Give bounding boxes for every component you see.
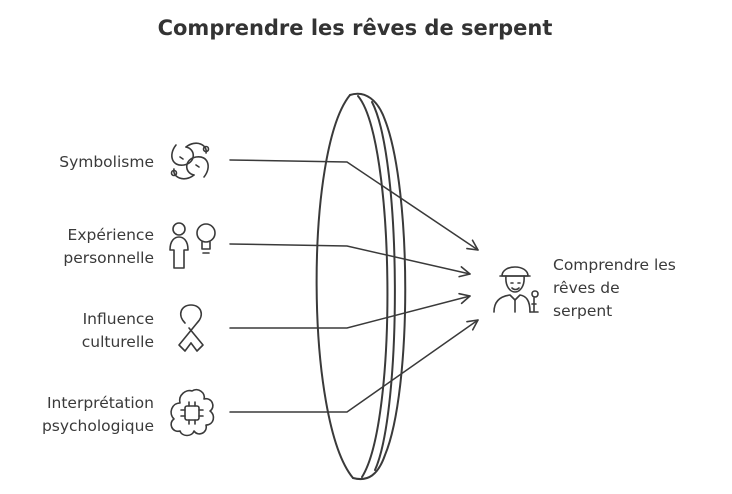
arrow-interpretation bbox=[229, 319, 479, 413]
lens-shape bbox=[315, 92, 407, 480]
diagram-title: Comprendre les rêves de serpent bbox=[157, 16, 553, 40]
person-lightbulb-icon bbox=[169, 222, 216, 269]
arrow-experience bbox=[229, 243, 471, 278]
brain-chip-icon bbox=[170, 388, 215, 437]
label-experience-personnelle: Expérience personnelle bbox=[63, 226, 154, 267]
label-influence-culturelle: Influence culturelle bbox=[81, 310, 154, 351]
worker-icon bbox=[493, 266, 539, 313]
ribbon-icon bbox=[178, 304, 204, 352]
arrow-symbolisme bbox=[229, 159, 479, 251]
label-symbolisme: Symbolisme bbox=[59, 153, 154, 171]
snake-knot-icon bbox=[170, 142, 210, 180]
connector-arrows bbox=[229, 159, 479, 413]
arrow-influence bbox=[229, 292, 471, 329]
output-label: Comprendre les rêves de serpent bbox=[553, 256, 676, 320]
label-interpretation-psychologique: Interprétation psychologique bbox=[41, 394, 154, 435]
